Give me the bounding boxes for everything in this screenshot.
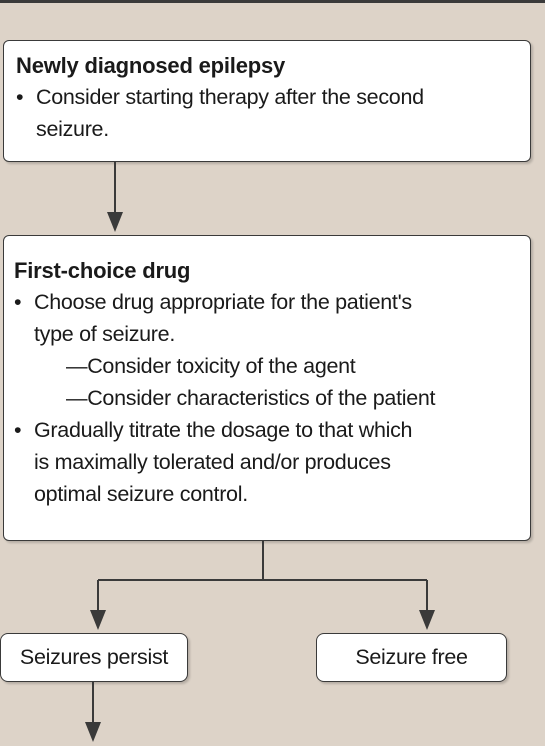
first-choice-drug-title: First-choice drug [14,258,191,283]
arrowhead-first-choice [107,212,123,232]
arrowhead-seizures-persist [90,610,106,630]
top-rule [0,0,545,3]
titrate-dosage-line-2: is maximally tolerated and/or produces [34,450,391,474]
seizure-free-box: Seizure free [316,633,507,682]
patient-characteristics-subpoint: —Consider characteristics of the patient [66,386,436,410]
titrate-dosage-line-3: optimal seizure control. [34,482,248,506]
titrate-dosage-bullet: Gradually titrate the dosage to that whi… [14,414,520,510]
choose-drug-line-1: Choose drug appropriate for the patient'… [34,290,412,314]
first-choice-drug-box: First-choice drug Choose drug appropriat… [3,235,531,541]
newly-diagnosed-box: Newly diagnosed epilepsy Consider starti… [3,40,531,162]
start-therapy-bullet: Consider starting therapy after the seco… [16,81,518,145]
seizures-persist-box: Seizures persist [0,633,188,682]
choose-drug-bullet: Choose drug appropriate for the patient'… [14,286,520,350]
start-therapy-line-1: Consider starting therapy after the seco… [36,85,424,109]
start-therapy-line-2: seizure. [36,117,109,141]
newly-diagnosed-title: Newly diagnosed epilepsy [16,53,286,78]
choose-drug-line-2: type of seizure. [34,322,175,346]
arrowhead-seizure-free [419,610,435,630]
titrate-dosage-line-1: Gradually titrate the dosage to that whi… [34,418,413,442]
arrowhead-continuation [85,722,101,742]
toxicity-subpoint: —Consider toxicity of the agent [66,354,356,378]
